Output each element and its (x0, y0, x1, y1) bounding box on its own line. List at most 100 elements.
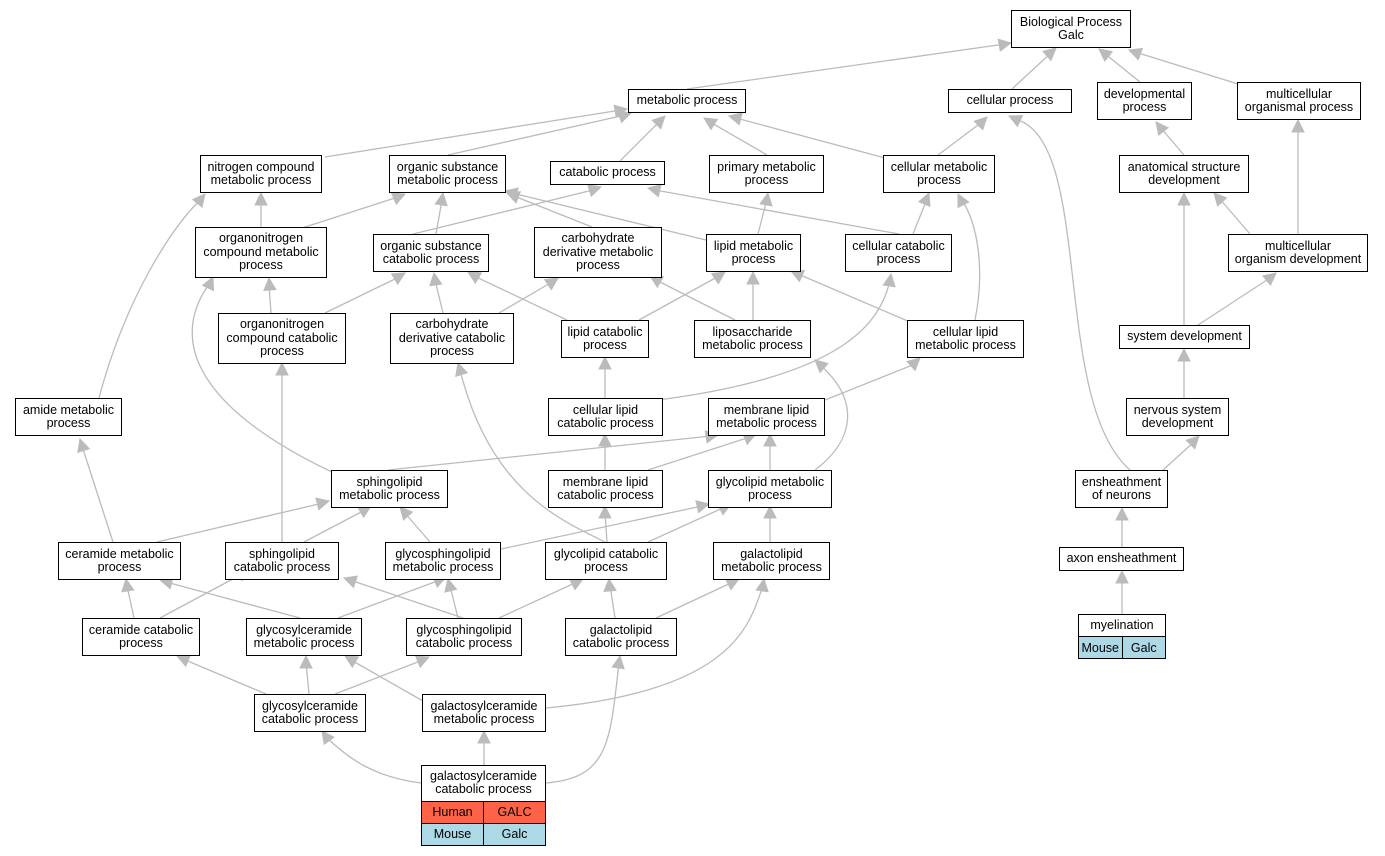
node-ceramide-metabolic[interactable]: ceramide metabolic process (58, 542, 181, 580)
node-biological-process[interactable]: Biological Process Galc (1011, 10, 1131, 48)
edge-arrowhead (1155, 121, 1170, 137)
edge-arrowhead (611, 654, 625, 670)
node-galactolipid-catabolic[interactable]: galactolipid catabolic process (565, 618, 677, 656)
node-system-development[interactable]: system development (1119, 325, 1250, 349)
edge-line (1159, 126, 1185, 156)
edge-arrowhead (973, 116, 988, 131)
node-organic-substance-catabolic[interactable]: organic substance catabolic process (373, 234, 489, 272)
node-sphingolipid-catabolic[interactable]: sphingolipid catabolic process (225, 542, 339, 580)
edge-arrowhead (175, 654, 192, 668)
edge-line (961, 199, 981, 321)
node-axon-ensheathment[interactable]: axon ensheathment (1059, 547, 1184, 571)
node-galactosylceramide-metabolic[interactable]: galactosylceramide metabolic process (422, 694, 546, 732)
node-membrane-lipid-catabolic[interactable]: membrane lipid catabolic process (548, 470, 663, 508)
edge-line (324, 109, 622, 158)
node-organonitrogen-compound-metabolic[interactable]: organonitrogen compound metabolic proces… (195, 227, 327, 278)
edge-arrowhead (1177, 191, 1191, 206)
node-multicellular-organism-development[interactable]: multicellular organism development (1228, 234, 1368, 272)
edge-line (298, 196, 399, 230)
edge-arrowhead (263, 276, 277, 291)
node-galactolipid-metabolic[interactable]: galactolipid metabolic process (713, 542, 830, 580)
gene-cell: Galc (1121, 637, 1166, 658)
node-cellular-lipid-catabolic[interactable]: cellular lipid catabolic process (548, 398, 663, 436)
node-organonitrogen-compound-catabolic[interactable]: organonitrogen compound catabolic proces… (218, 313, 346, 364)
edge-line (473, 275, 568, 321)
node-primary-metabolic[interactable]: primary metabolic process (709, 155, 824, 193)
edge-line (349, 579, 464, 619)
node-glycosylceramide-catabolic[interactable]: glycosylceramide catabolic process (254, 694, 366, 732)
edge-arrowhead (746, 270, 760, 285)
edge-arrowhead (1185, 435, 1200, 450)
node-multicellular-organismal-process[interactable]: multicellular organismal process (1237, 82, 1361, 120)
edge-arrowhead (763, 432, 777, 447)
gene-row-mouse: Mouse Galc (1079, 636, 1165, 658)
edge-arrowhead (906, 357, 921, 372)
edge-arrowhead (598, 355, 612, 370)
node-lipid-metabolic[interactable]: lipid metabolic process (706, 234, 801, 272)
node-catabolic-process[interactable]: catabolic process (550, 161, 665, 185)
edge-line (937, 121, 983, 156)
edge-line (513, 195, 593, 228)
node-lipid-catabolic[interactable]: lipid catabolic process (561, 320, 649, 358)
edge-line (797, 273, 911, 323)
edge-arrowhead (1115, 506, 1129, 521)
edge-arrowhead (1262, 272, 1277, 287)
node-anatomical-structure-development[interactable]: anatomical structure development (1119, 155, 1249, 193)
edge-line (449, 585, 459, 619)
edge-arrowhead (121, 577, 135, 593)
node-nitrogen-compound-metabolic[interactable]: nitrogen compound metabolic process (200, 155, 322, 193)
node-metabolic-process[interactable]: metabolic process (628, 89, 746, 113)
edge-arrowhead (342, 575, 359, 589)
edge-line (387, 435, 712, 471)
node-sphingolipid-metabolic[interactable]: sphingolipid metabolic process (331, 470, 448, 508)
node-glycosphingolipid-catabolic[interactable]: glycosphingolipid catabolic process (406, 618, 522, 656)
edge-arrowhead (1115, 569, 1129, 584)
edge-line (647, 506, 726, 543)
edge-line (1011, 51, 1053, 90)
edge-arrowhead (429, 271, 443, 287)
node-glycolipid-catabolic[interactable]: glycolipid catabolic process (545, 542, 667, 580)
node-myelination-title: myelination (1090, 617, 1154, 632)
node-glycosylceramide-metabolic[interactable]: glycosylceramide metabolic process (246, 618, 362, 656)
node-amide-metabolic[interactable]: amide metabolic process (15, 398, 122, 436)
edge-arrowhead (646, 184, 662, 198)
edge-line (459, 369, 606, 543)
node-carbohydrate-derivative-metabolic[interactable]: carbohydrate derivative metabolic proces… (534, 227, 662, 278)
node-ensheathment-of-neurons[interactable]: ensheathment of neurons (1075, 470, 1168, 508)
node-glycolipid-metabolic[interactable]: glycolipid metabolic process (708, 470, 832, 508)
node-cellular-lipid-metabolic[interactable]: cellular lipid metabolic process (907, 320, 1024, 358)
node-ceramide-catabolic[interactable]: ceramide catabolic process (82, 618, 200, 656)
edge-line (324, 276, 400, 314)
edge-line (638, 275, 720, 321)
node-carbohydrate-derivative-catabolic[interactable]: carbohydrate derivative catabolic proces… (390, 313, 514, 364)
node-developmental-process[interactable]: developmental process (1097, 82, 1192, 120)
edge-line (1218, 197, 1251, 235)
node-glycosphingolipid-metabolic[interactable]: glycosphingolipid metabolic process (385, 542, 501, 580)
edge-line (165, 581, 301, 619)
edge-line (498, 581, 578, 619)
edge-line (1103, 52, 1141, 83)
edge-line (686, 43, 1006, 90)
edge-line (657, 280, 891, 401)
edge-line (647, 436, 751, 471)
edge-arrowhead (399, 506, 414, 521)
node-cellular-catabolic[interactable]: cellular catabolic process (845, 234, 952, 272)
node-cellular-process[interactable]: cellular process (948, 89, 1072, 113)
edge-arrowhead (759, 191, 773, 207)
edge-arrowhead (587, 184, 603, 198)
node-nervous-system-development[interactable]: nervous system development (1126, 398, 1229, 436)
edge-arrowhead (275, 361, 289, 376)
node-membrane-lipid-metabolic[interactable]: membrane lipid metabolic process (708, 398, 825, 436)
edge-arrowhead (1127, 47, 1144, 61)
edge-arrowhead (254, 191, 268, 206)
edge-arrowhead (710, 271, 726, 285)
node-myelination[interactable]: myelination Mouse Galc (1078, 614, 1166, 659)
edge-arrowhead (997, 38, 1013, 52)
node-organic-substance-metabolic[interactable]: organic substance metabolic process (389, 155, 506, 193)
edge-arrowhead (603, 577, 617, 593)
node-galactosylceramide-catabolic[interactable]: galactosylceramide catabolic process Hum… (421, 765, 546, 846)
node-cellular-metabolic[interactable]: cellular metabolic process (883, 155, 995, 193)
node-liposaccharide-metabolic[interactable]: liposaccharide metabolic process (694, 320, 811, 358)
edge-line (654, 189, 900, 235)
edge-line (500, 505, 703, 550)
